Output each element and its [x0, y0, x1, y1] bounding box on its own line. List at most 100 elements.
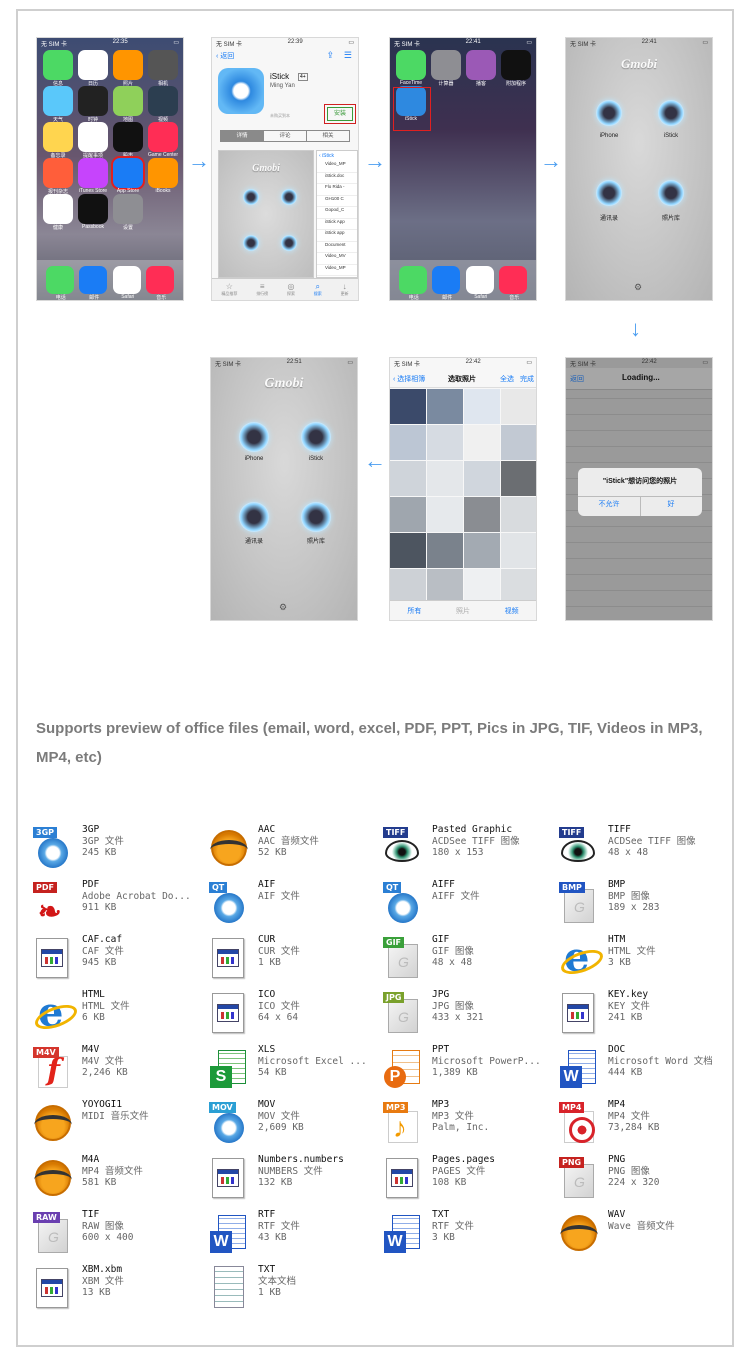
face-file-icon [30, 1154, 74, 1200]
app-icon[interactable]: FaceTime [396, 50, 426, 86]
tab-bar-label: 探索 [286, 291, 295, 296]
photo-thumbnail[interactable] [427, 389, 463, 424]
app-icon[interactable]: 报刊杂志 [43, 158, 73, 195]
segment-tab[interactable]: 相关 [306, 131, 349, 141]
dock-app-icon[interactable]: Safari [465, 266, 494, 300]
photo-thumbnail[interactable] [390, 569, 426, 604]
dock-app-icon[interactable]: 电话 [398, 266, 427, 300]
tab-bar-item[interactable]: ☆精品推荐 [221, 282, 237, 297]
photo-thumbnail[interactable] [427, 461, 463, 496]
dock-app-icon[interactable]: 音乐 [499, 266, 528, 300]
app-icon[interactable]: 信息 [43, 50, 73, 87]
app-icon[interactable]: iStick [396, 86, 426, 122]
app-icon[interactable]: iBooks [148, 158, 178, 194]
install-button[interactable]: 安装 [327, 107, 353, 121]
file-tag-badge: JPG [383, 992, 405, 1003]
app-icon[interactable]: 设置 [113, 194, 143, 231]
allow-button[interactable]: 好 [667, 501, 675, 508]
istick-button[interactable] [301, 422, 331, 452]
app-icon[interactable]: 播客 [466, 50, 496, 87]
app-icon[interactable]: Game Center [148, 122, 178, 158]
back-button[interactable]: 返回 [570, 376, 584, 383]
photo-thumbnail[interactable] [464, 497, 500, 532]
photo-thumbnail[interactable] [427, 533, 463, 568]
dock-app-icon[interactable]: 电话 [45, 266, 74, 300]
app-icon[interactable]: 地图 [113, 86, 143, 123]
file-type: MP3 文件 [432, 1110, 474, 1122]
tab-bar-item[interactable]: ↓更新 [341, 282, 349, 297]
done-button[interactable]: 完成 [520, 376, 534, 383]
photo-thumbnail[interactable] [390, 425, 426, 460]
photo-thumbnail[interactable] [427, 497, 463, 532]
select-all-button[interactable]: 全选 [500, 376, 514, 383]
istick-app-icon[interactable] [218, 68, 264, 114]
txt-file-icon [206, 1264, 250, 1310]
photo-thumbnail[interactable] [501, 569, 536, 604]
photos-button[interactable] [301, 502, 331, 532]
app-icon[interactable]: 备忘录 [43, 122, 73, 159]
photo-thumbnail[interactable] [390, 461, 426, 496]
app-icon[interactable]: 天气 [43, 86, 73, 123]
picker-tab[interactable]: 所有 [407, 607, 422, 615]
app-icon[interactable]: 相机 [148, 50, 178, 87]
feature-description: Supports preview of office files (email,… [36, 720, 703, 766]
dock-app-icon[interactable]: 邮件 [432, 266, 461, 300]
photo-thumbnail[interactable] [390, 533, 426, 568]
app-icon[interactable]: 股市 [113, 122, 143, 159]
photo-thumbnail[interactable] [464, 389, 500, 424]
iphone-button[interactable] [239, 422, 269, 452]
istick-button[interactable] [658, 100, 684, 126]
photo-thumbnail[interactable] [390, 497, 426, 532]
preview-screenshot: Gmobi [218, 150, 314, 278]
photo-thumbnail[interactable] [501, 497, 536, 532]
app-icon[interactable]: 提醒事项 [78, 122, 108, 159]
app-icon[interactable]: 时钟 [78, 86, 108, 123]
photo-thumbnail[interactable] [427, 425, 463, 460]
segment-tab[interactable]: 详情 [221, 131, 263, 141]
app-icon[interactable]: 照片 [113, 50, 143, 87]
picker-tab[interactable]: 照片 [455, 607, 470, 615]
list-icon[interactable]: ☰ [343, 50, 352, 60]
settings-gear-icon[interactable]: ⚙ [634, 282, 643, 292]
photo-thumbnail[interactable] [390, 389, 426, 424]
dock-app-icon[interactable]: Safari [112, 266, 141, 300]
tab-bar-item[interactable]: ◎探索 [287, 282, 295, 297]
photo-thumbnail[interactable] [501, 425, 536, 460]
app-icon[interactable]: 视频 [148, 86, 178, 123]
app-icon[interactable]: 计算器 [431, 50, 461, 87]
file-info: 600 x 400 [82, 1232, 134, 1243]
status-bar: 无 SIM 卡 22:41 ▭ [390, 38, 536, 48]
app-icon[interactable]: 附加程序 [501, 50, 531, 87]
tab-bar-item[interactable]: ⌕搜索 [314, 282, 322, 297]
iphone-button[interactable] [596, 100, 622, 126]
photo-thumbnail[interactable] [427, 569, 463, 604]
app-icon[interactable]: 健康 [43, 194, 73, 231]
photo-thumbnail[interactable] [501, 533, 536, 568]
deny-button[interactable]: 不允许 [598, 501, 620, 508]
segment-tab[interactable]: 评论 [263, 131, 306, 141]
photo-thumbnail[interactable] [501, 389, 536, 424]
app-icon[interactable]: App Store [113, 158, 143, 194]
back-button[interactable]: ‹ 选择相簿 [393, 376, 426, 383]
photos-button[interactable] [658, 180, 684, 206]
app-icon[interactable]: Passbook [78, 194, 108, 230]
photo-thumbnail[interactable] [464, 461, 500, 496]
photo-thumbnail[interactable] [464, 533, 500, 568]
photo-thumbnail[interactable] [464, 425, 500, 460]
file-info: 1,389 KB [432, 1067, 478, 1078]
photo-thumbnail[interactable] [501, 461, 536, 496]
contacts-button[interactable] [596, 180, 622, 206]
app-icon[interactable]: 日历 [78, 50, 108, 87]
picker-tab[interactable]: 视频 [504, 607, 519, 615]
app-icon[interactable]: iTunes Store [78, 158, 108, 194]
contacts-button[interactable] [239, 502, 269, 532]
back-button[interactable]: ‹ 返回 [216, 53, 235, 60]
dock-app-icon[interactable]: 音乐 [146, 266, 175, 300]
share-icon[interactable]: ⇪ [326, 50, 334, 60]
dock-app-icon[interactable]: 邮件 [79, 266, 108, 300]
settings-gear-icon[interactable]: ⚙ [279, 602, 288, 612]
photo-thumbnail[interactable] [464, 569, 500, 604]
tab-bar-item[interactable]: ≡排行榜 [256, 282, 268, 297]
